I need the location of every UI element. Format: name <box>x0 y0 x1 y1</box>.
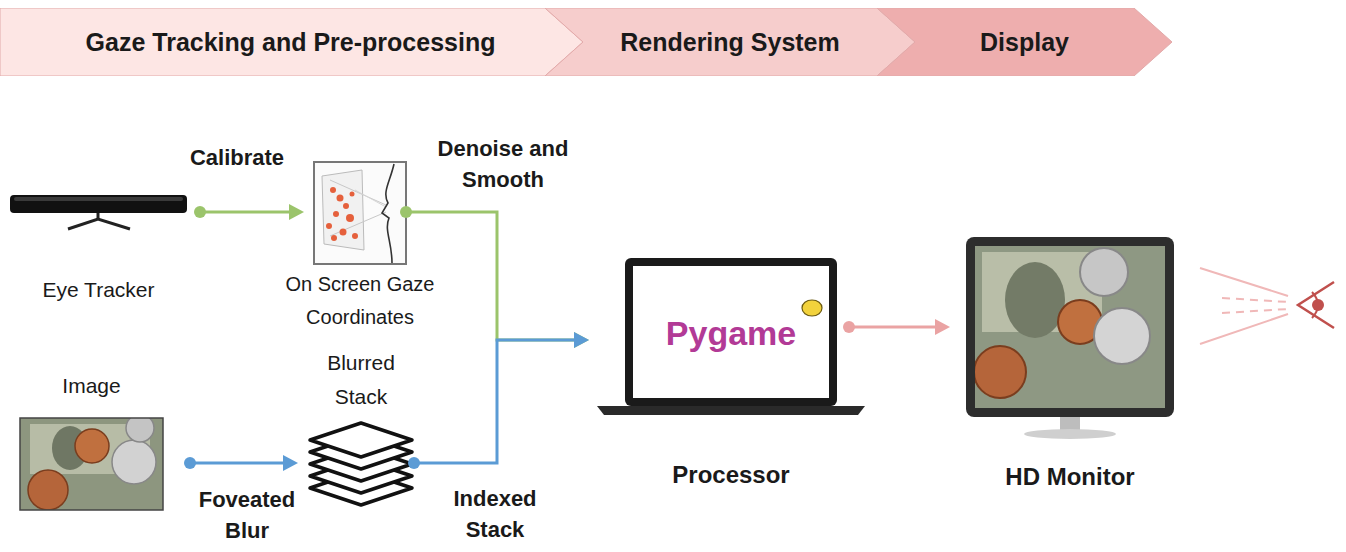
node-label: Eye Tracker <box>9 275 189 305</box>
illustration-part <box>1298 282 1334 328</box>
illustration-part <box>1222 298 1288 302</box>
illustration-part <box>597 406 865 415</box>
arrow-head <box>283 455 298 471</box>
illustration-part <box>355 190 386 207</box>
stage-title: Display <box>980 28 1069 57</box>
gaze-plot-icon <box>314 162 406 264</box>
illustration-part <box>1024 429 1116 439</box>
illustration-part <box>10 195 187 213</box>
illustration-part <box>966 237 1174 417</box>
icon-node: HD Monitor <box>966 237 1174 434</box>
illustration-part <box>1080 248 1128 296</box>
stage-band: Rendering System <box>545 8 915 76</box>
node-label: Processor <box>631 460 831 490</box>
illustration-part <box>1200 314 1288 344</box>
illustration-part <box>322 170 364 250</box>
node-label: HD Monitor <box>970 462 1170 492</box>
viewer-eye <box>1200 268 1334 344</box>
connector-dot <box>400 206 412 218</box>
illustration-part <box>326 223 332 229</box>
connector-dot <box>843 321 855 333</box>
illustration-part <box>1005 262 1065 338</box>
eye-tracker-icon <box>10 195 187 229</box>
illustration-part <box>330 180 386 205</box>
illustration-part <box>802 300 822 316</box>
coins-image <box>20 418 163 510</box>
arrow-head <box>574 332 589 348</box>
stage-title: Gaze Tracking and Pre-processing <box>86 28 496 57</box>
connector <box>184 455 298 471</box>
stage-band: Gaze Tracking and Pre-processing <box>0 8 583 76</box>
connector-dot <box>408 457 420 469</box>
stage-band: Display <box>877 8 1172 76</box>
illustration-part <box>1060 417 1080 431</box>
stack-icon <box>310 423 412 505</box>
connector <box>843 319 950 335</box>
band-body: Display <box>877 8 1172 76</box>
connector-line <box>200 211 291 214</box>
connector-dot <box>184 457 196 469</box>
node-label: On Screen Gaze Coordinates <box>265 268 455 334</box>
icon-node: Image <box>20 418 163 510</box>
illustration-part <box>310 423 412 457</box>
node-label: Blurred Stack <box>311 346 411 414</box>
illustration-part <box>1222 309 1288 313</box>
illustration-part <box>382 164 394 263</box>
illustration-part <box>346 214 354 222</box>
connector-line <box>849 326 937 329</box>
icon-node: Eye Tracker <box>10 193 187 215</box>
edge-label: Denoise and Smooth <box>417 133 589 195</box>
illustration-part <box>333 211 339 217</box>
image-frame <box>20 418 163 510</box>
illustration-part <box>633 266 829 398</box>
illustration-part <box>330 212 386 236</box>
illustration-part <box>14 197 183 201</box>
monitor-icon <box>966 237 1174 439</box>
arrow-head <box>574 332 589 348</box>
illustration-part <box>975 246 1165 408</box>
connector-dot <box>194 206 206 218</box>
icon-node: On Screen Gaze Coordinates <box>314 162 406 264</box>
illustration-part <box>314 162 406 264</box>
laptop-icon <box>597 258 865 415</box>
illustration-part <box>330 187 336 193</box>
edge-label: Indexed Stack <box>433 483 558 545</box>
icon-node: PygameProcessor <box>597 258 865 415</box>
connector <box>408 332 589 469</box>
logo-text: Pygame <box>636 312 826 354</box>
illustration-part <box>1312 299 1324 311</box>
illustration-part <box>1094 308 1150 364</box>
illustration-part <box>975 246 1165 408</box>
illustration-part <box>68 219 130 229</box>
illustration-part <box>975 346 1026 398</box>
illustration-part <box>340 229 347 236</box>
illustration-part <box>28 470 68 510</box>
arrow-head <box>935 319 950 335</box>
illustration-part <box>112 440 156 484</box>
connector-line <box>190 462 285 465</box>
illustration-part <box>337 195 344 202</box>
illustration-part <box>126 418 154 442</box>
band-body: Gaze Tracking and Pre-processing <box>0 8 583 76</box>
band-outline <box>545 8 915 76</box>
connector <box>194 204 304 220</box>
band-body: Rendering System <box>545 8 915 76</box>
edge-label: Calibrate <box>162 142 312 173</box>
arrow-head <box>289 204 304 220</box>
illustration-part <box>1200 268 1288 296</box>
illustration-part <box>75 429 109 463</box>
illustration-part <box>350 192 355 197</box>
illustration-part <box>352 233 358 239</box>
illustration-part <box>331 235 337 241</box>
icon-node: Blurred Stack <box>308 423 414 505</box>
node-label: Image <box>22 371 162 401</box>
band-outline <box>877 8 1172 76</box>
illustration-part <box>343 203 349 209</box>
connector-line <box>414 340 576 463</box>
illustration-part <box>625 258 837 406</box>
stage-title: Rendering System <box>620 28 840 57</box>
edge-label: Foveated Blur <box>185 484 310 546</box>
band-outline <box>0 8 583 76</box>
